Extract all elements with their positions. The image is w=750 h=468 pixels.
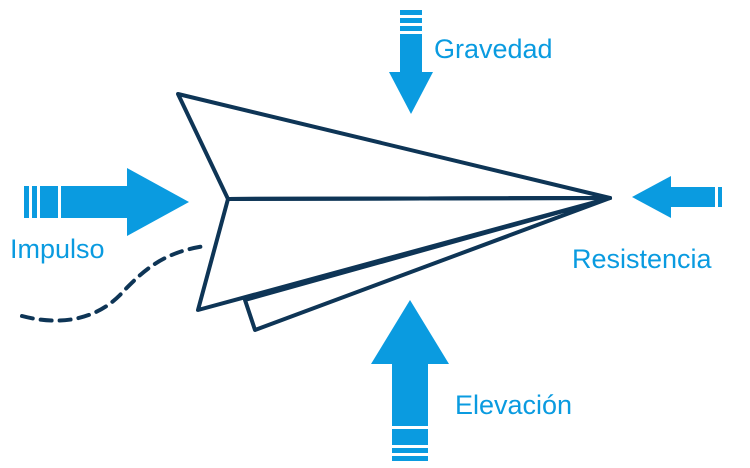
gravity-arrow [389, 10, 433, 114]
thrust-arrow [24, 168, 189, 236]
lift-arrow [371, 300, 449, 461]
lift-label: Elevación [455, 390, 573, 420]
airplane-lower-wing [196, 196, 612, 312]
airplane-center-crease [226, 196, 612, 201]
drag-label: Resistencia [572, 244, 712, 274]
flight-path-trail [20, 244, 207, 323]
drag-arrow [632, 176, 722, 218]
paper-airplane [176, 92, 612, 332]
airplane-upper-wing [176, 92, 612, 201]
gravity-label: Gravedad [434, 34, 553, 64]
thrust-label: Impulso [10, 234, 105, 264]
